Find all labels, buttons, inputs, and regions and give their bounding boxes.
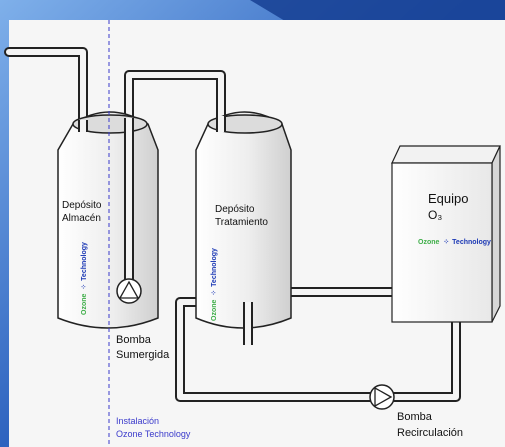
- inlet-pipe: [4, 47, 88, 125]
- submerged-pump-label-line2: Sumergida: [116, 349, 170, 361]
- svg-text:Ozone ⁘ Technology: Ozone ⁘ Technology: [418, 239, 491, 246]
- treatment-tank-brand-logo: Ozone ⁘ Technology: [211, 248, 218, 321]
- recirculation-pump: [369, 384, 395, 410]
- pump-triangle-icon: [374, 386, 393, 408]
- treatment-tank-label-line2: Tratamiento: [215, 217, 268, 228]
- installation-note-line1: Instalación: [116, 416, 159, 426]
- equipment-label-line1: Equipo: [428, 191, 468, 206]
- header-band: [250, 0, 505, 24]
- pump-triangle-icon: [118, 280, 140, 299]
- storage-tank-label-line1: Depósito: [62, 200, 102, 211]
- brand-word-ozone: Ozone: [81, 294, 88, 315]
- ozone-equipment: Equipo O₃: [391, 145, 501, 323]
- brand-dots-icon: ⁘: [81, 284, 88, 290]
- storage-tank: Depósito Almacén: [57, 111, 159, 329]
- submerged-pump: [116, 278, 142, 304]
- storage-tank-label-line2: Almacén: [62, 213, 101, 224]
- recirculation-pump-label-line1: Bomba: [397, 411, 433, 423]
- equipment-brand-logo: Ozone ⁘ Technology: [418, 239, 491, 246]
- treatment-tank: Depósito Tratamiento: [195, 111, 292, 329]
- svg-text:Ozone ⁘ Technology: Ozone ⁘ Technology: [211, 248, 218, 321]
- recirculation-pump-label-line2: Recirculación: [397, 427, 463, 439]
- treatment-tank-label-line1: Depósito: [215, 204, 255, 215]
- installation-note-line2: Ozone Technology: [116, 429, 191, 439]
- brand-word-technology: Technology: [81, 242, 88, 281]
- storage-tank-brand-logo: Ozone ⁘ Technology: [81, 242, 88, 315]
- submerged-pump-label-line1: Bomba: [116, 334, 152, 346]
- svg-text:Ozone ⁘ Technology: Ozone ⁘ Technology: [81, 242, 88, 315]
- equipment-label-line2: O₃: [428, 208, 442, 222]
